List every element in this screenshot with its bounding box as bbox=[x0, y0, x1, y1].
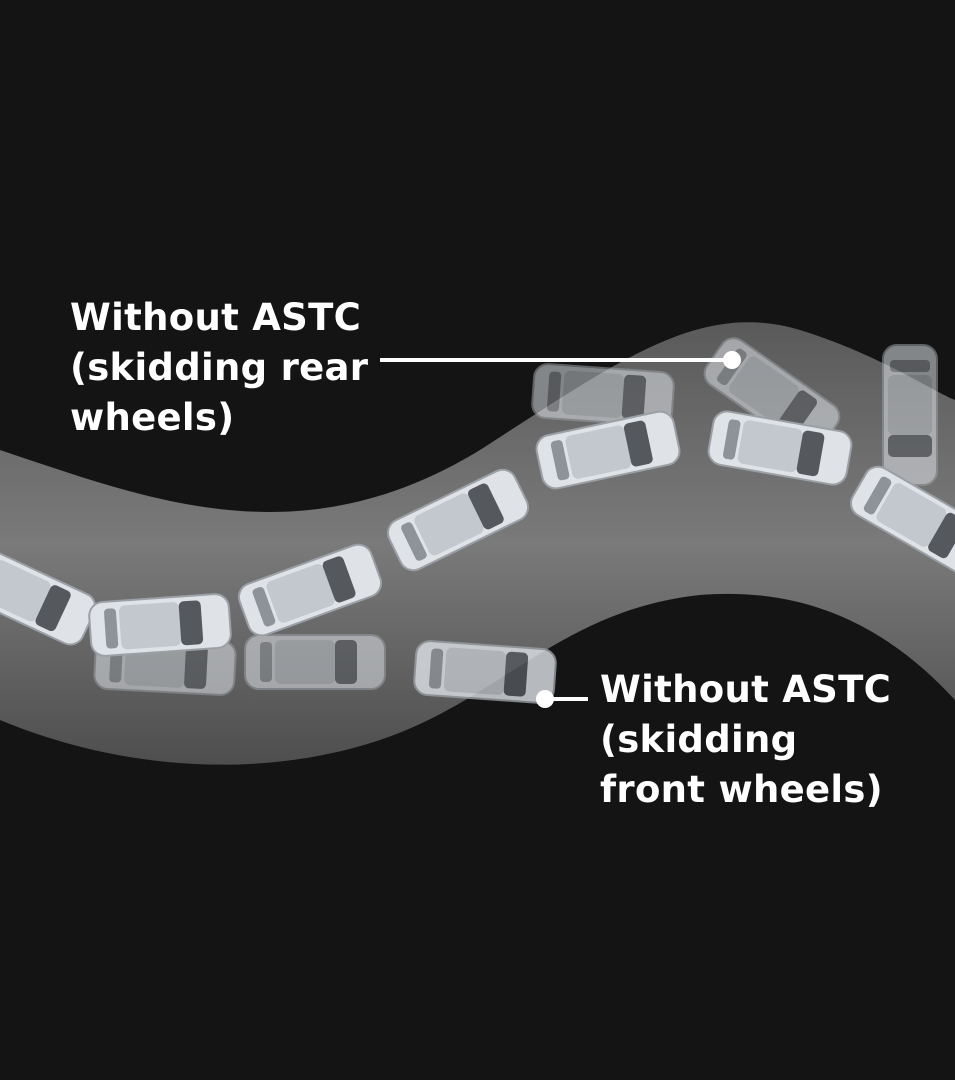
car-ghost bbox=[882, 344, 938, 486]
leader-line-front bbox=[536, 690, 588, 708]
label-line: Without ASTC bbox=[600, 668, 892, 711]
car bbox=[87, 592, 233, 658]
label-line: Without ASTC bbox=[70, 296, 362, 339]
label-line: front wheels) bbox=[600, 768, 883, 811]
label-line: (skidding bbox=[600, 718, 798, 761]
car bbox=[412, 639, 558, 705]
label-skidding-rear-wheels: Without ASTC (skidding rear wheels) bbox=[70, 293, 368, 443]
label-line: wheels) bbox=[70, 396, 235, 439]
marker-dot bbox=[536, 690, 554, 708]
label-line: (skidding rear bbox=[70, 346, 369, 389]
label-skidding-front-wheels: Without ASTC (skidding front wheels) bbox=[600, 665, 891, 815]
car-ghost bbox=[244, 634, 386, 690]
marker-dot bbox=[723, 351, 741, 369]
leader-line-rear bbox=[380, 351, 741, 369]
